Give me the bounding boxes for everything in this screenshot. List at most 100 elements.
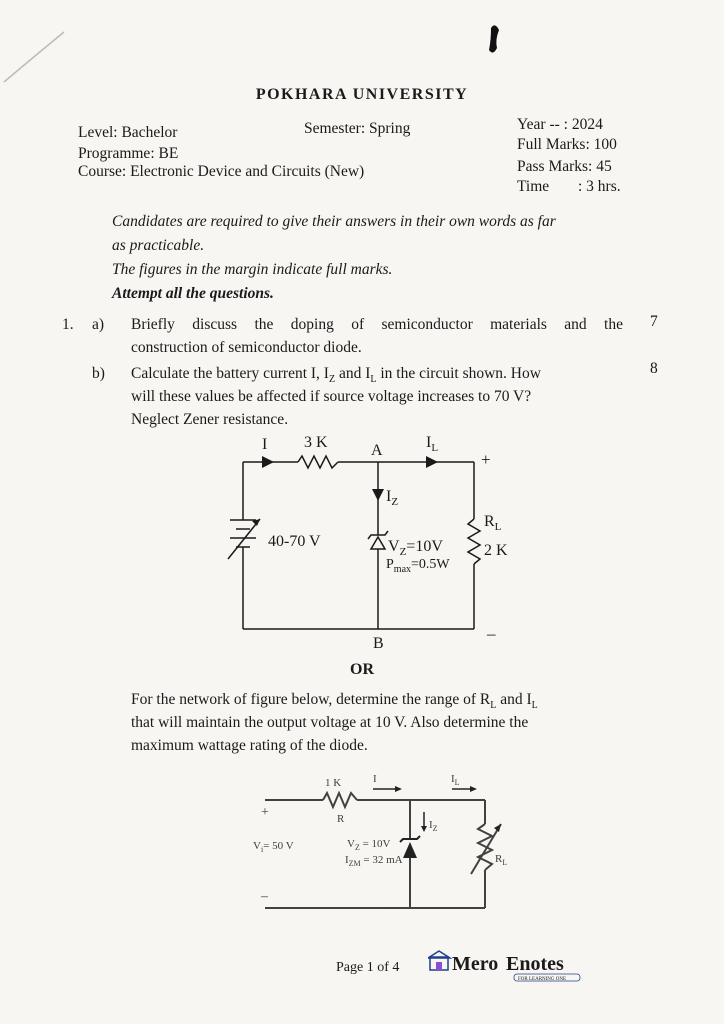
part-a-marks: 7 (650, 313, 658, 330)
label-izm: IZM = 32 mA (345, 854, 403, 868)
subscript: max (394, 564, 411, 575)
label-current-i: I (262, 436, 267, 453)
current-arrow-icon (470, 786, 477, 792)
label-current-iz: IZ (429, 819, 438, 833)
page-number: Page 1 of 4 (336, 960, 400, 975)
label-resistor-r: R (337, 813, 345, 825)
label-vz-main: V (347, 838, 355, 850)
label-source: 40-70 V (268, 533, 321, 550)
current-arrow-icon (372, 489, 384, 501)
label-current-il: IL (426, 434, 438, 454)
part-a-label: a) (92, 316, 105, 333)
subscript: L (455, 778, 460, 787)
label-pmax: Pmax=0.5W (386, 557, 450, 575)
subscript: Z (328, 374, 336, 386)
subscript: L (431, 442, 438, 454)
subscript: Z (391, 496, 398, 508)
resistor-3k-symbol (297, 454, 339, 470)
label-resistor-1k: 1 K (325, 777, 341, 789)
subscript: Z (355, 843, 360, 852)
subscript: L (370, 374, 377, 386)
label-current-iz-main: I (429, 819, 433, 831)
alt-question-line2: that will maintain the output voltage at… (131, 714, 529, 731)
full-marks-text: Full Marks: 100 (517, 136, 617, 153)
label-minus: – (486, 624, 496, 643)
label-rl: RL (495, 853, 507, 867)
label-izm-main: I (345, 854, 349, 866)
current-arrow-icon (421, 826, 427, 832)
tagline-frame (513, 973, 581, 982)
level-text: Level: Bachelor (78, 124, 178, 141)
label-vz: VZ=10V (388, 538, 443, 558)
part-b-line2: will these values be affected if source … (131, 388, 532, 405)
question-number: 1. (62, 316, 74, 333)
zener-circuit-2: 1 K R I IL IZ + – Vi= 50 V VZ = 10V IZM … (253, 773, 507, 909)
university-title: POKHARA UNIVERSITY (255, 86, 469, 103)
zener-circuit-1: I 3 K A IL + IZ 40-70 V VZ=10V Pmax=0.5W… (227, 434, 508, 652)
part-a-line1: Briefly discuss the doping of semiconduc… (131, 316, 623, 333)
label-resistor-3k: 3 K (304, 434, 328, 451)
current-arrow-icon (426, 456, 438, 468)
course-text: Course: Electronic Device and Circuits (… (78, 163, 365, 180)
scan-streak (3, 31, 65, 83)
label-vz-value: =10V (406, 538, 443, 555)
label-izm-value: = 32 mA (361, 854, 403, 866)
label-rl-main: R (484, 513, 495, 530)
zener-diode-symbol (367, 530, 389, 550)
part-b-line1-mid: and I (335, 365, 371, 382)
logo-text-enotes: Enotes (506, 953, 564, 975)
label-current-il: IL (451, 773, 460, 787)
meroenotes-logo: Mero Enotes FOR LEARNING ONE (428, 950, 581, 982)
label-current-i: I (373, 773, 377, 785)
current-arrow-icon (262, 456, 274, 468)
subscript: L (531, 700, 538, 712)
part-b-line1-end: in the circuit shown. How (376, 365, 541, 382)
instruction-line: Attempt all the questions. (112, 285, 274, 302)
part-b-line3: Neglect Zener resistance. (131, 411, 289, 428)
part-b-line1: Calculate the battery current I, IZ and … (131, 362, 623, 391)
load-resistor-symbol (466, 518, 482, 565)
instruction-line: as practicable. (112, 237, 205, 254)
label-plus: + (261, 805, 269, 820)
label-vi-main: V (253, 840, 261, 852)
part-a-line2: construction of semiconductor diode. (131, 339, 362, 356)
label-vz-value: = 10V (360, 838, 391, 850)
part-b-marks: 8 (650, 360, 658, 377)
label-pmax-main: P (386, 557, 394, 572)
pass-marks-text: Pass Marks: 45 (517, 158, 612, 175)
time-label: Time (517, 178, 550, 195)
current-arrow-icon (395, 786, 402, 792)
subscript: L (495, 521, 502, 533)
zener-diode-symbol (399, 835, 421, 858)
instruction-line: Candidates are required to give their an… (112, 213, 556, 230)
label-vz-main: V (388, 538, 400, 555)
school-icon (428, 950, 453, 971)
logo-tagline: FOR LEARNING ONE (518, 977, 566, 982)
subscript: i (261, 845, 264, 854)
label-rl: RL (484, 513, 502, 533)
or-separator: OR (350, 661, 374, 678)
alt-line1-mid: and I (496, 691, 532, 708)
label-node-a: A (371, 442, 383, 459)
load-resistor-symbol (475, 823, 495, 871)
alt-question-line1: For the network of figure below, determi… (131, 688, 623, 717)
subscript: ZM (349, 859, 361, 868)
label-minus: – (260, 889, 269, 904)
label-rl-main: R (495, 853, 503, 865)
variable-arrow-icon (252, 519, 260, 526)
subscript: L (490, 700, 497, 712)
ink-mark (489, 25, 499, 53)
variable-arrow-icon (494, 824, 501, 832)
label-vi: Vi= 50 V (253, 840, 294, 854)
label-current-iz-main: I (386, 488, 391, 505)
label-current-iz: IZ (386, 488, 398, 508)
alt-question-line3: maximum wattage rating of the diode. (131, 737, 368, 754)
subscript: L (502, 858, 507, 867)
instructions: Candidates are required to give their an… (112, 210, 632, 306)
subscript: Z (400, 546, 407, 558)
label-current-il-main: I (426, 434, 431, 451)
alt-line1-start: For the network of figure below, determi… (131, 691, 491, 708)
label-vi-value: = 50 V (263, 840, 294, 852)
instruction-line: The figures in the margin indicate full … (112, 261, 393, 278)
